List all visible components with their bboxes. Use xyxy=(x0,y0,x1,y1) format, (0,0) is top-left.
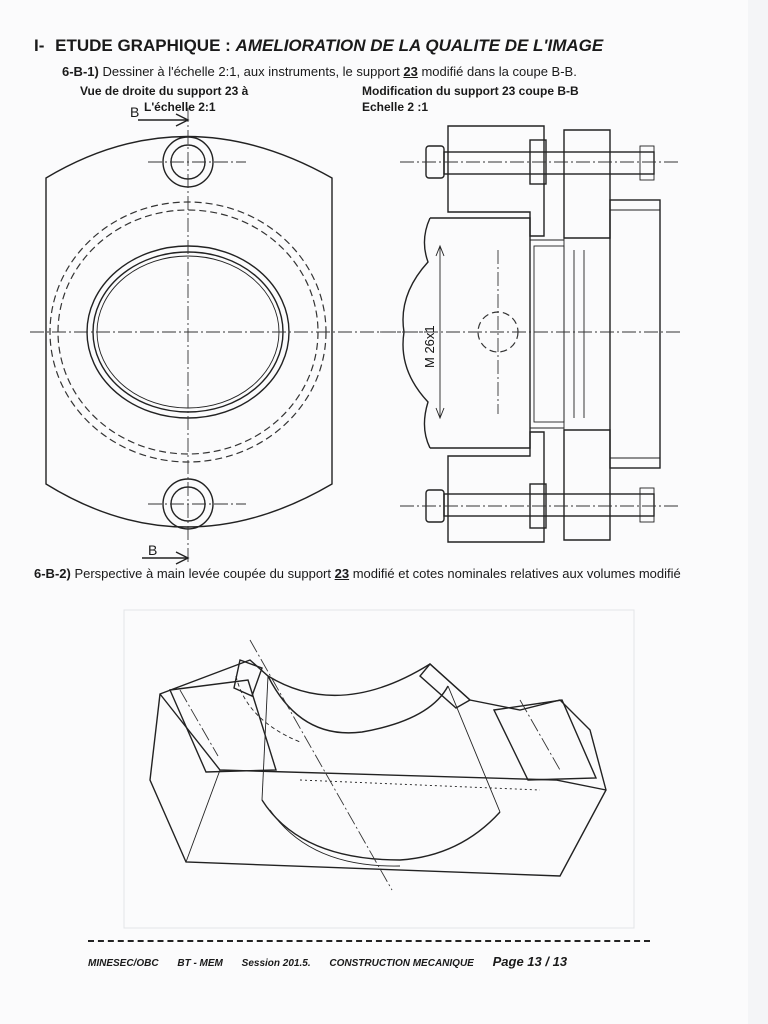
section-view-scale: Echelle 2 :1 xyxy=(362,100,429,114)
section-heading: ETUDE GRAPHIQUE : xyxy=(55,36,231,55)
question-text-end: modifié dans la coupe B-B. xyxy=(417,64,577,79)
part-number: 23 xyxy=(403,64,418,79)
page-number: Page 13 / 13 xyxy=(492,954,568,969)
section-title: I- ETUDE GRAPHIQUE : AMELIORATION DE LA … xyxy=(34,36,603,56)
question-text-2: Perspective à main levée coupée du suppo… xyxy=(70,566,335,581)
exam-page: I- ETUDE GRAPHIQUE : AMELIORATION DE LA … xyxy=(30,36,724,969)
footer-session: Session 201.5. xyxy=(241,958,311,969)
footer: MINESEC/OBC BT - MEM Session 201.5. CONS… xyxy=(88,954,668,969)
question-ref-2: 6-B-2) xyxy=(34,566,71,581)
section-subtitle: AMELIORATION DE LA QUALITE DE L'IMAGE xyxy=(235,36,604,55)
section-marker-top: B xyxy=(130,104,140,120)
section-number: I- xyxy=(34,36,45,55)
footer-divider xyxy=(88,940,650,942)
question-text: Dessiner à l'échelle 2:1, aux instrument… xyxy=(98,64,404,79)
part-number-2: 23 xyxy=(334,566,350,581)
section-marker-bottom: B xyxy=(148,542,158,558)
section-view-caption: Modification du support 23 coupe B-B xyxy=(362,84,579,98)
footer-exam: BT - MEM xyxy=(177,958,223,969)
thread-dimension: M 26x1 xyxy=(422,325,437,368)
question-text-2-end: modifié et cotes nominales relatives aux… xyxy=(349,566,681,581)
left-view-caption: Vue de droite du support 23 à xyxy=(80,84,249,98)
footer-org: MINESEC/OBC xyxy=(88,958,159,969)
question-ref: 6-B-1) xyxy=(62,64,99,79)
question-6-b-1: 6-B-1) Dessiner à l'échelle 2:1, aux ins… xyxy=(62,64,577,79)
footer-subject: CONSTRUCTION MECANIQUE xyxy=(329,958,474,969)
question-6-b-2: 6-B-2) Perspective à main levée coupée d… xyxy=(34,566,724,582)
left-view-scale: L'échelle 2:1 xyxy=(144,100,216,114)
